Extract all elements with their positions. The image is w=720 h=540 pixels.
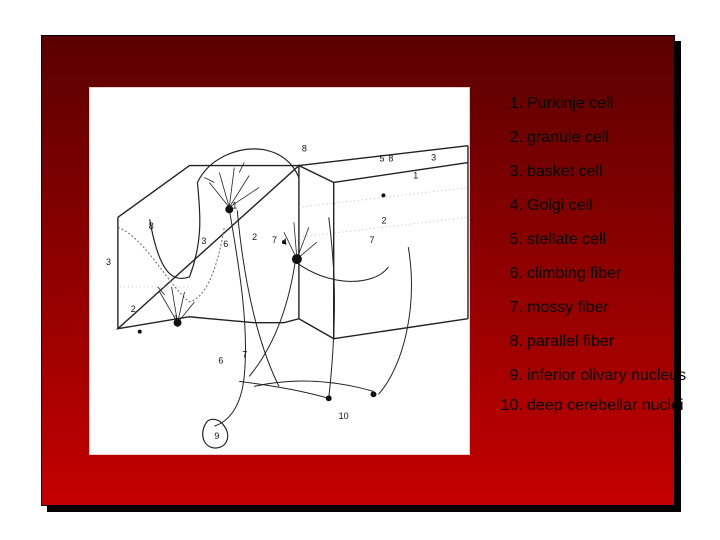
diagram-label: 9 xyxy=(214,431,219,441)
diagram-label: 1 xyxy=(232,200,237,210)
diagram-label: 7 xyxy=(242,350,247,360)
diagram-label: 6 xyxy=(223,239,228,249)
legend-item: 3.basket cell xyxy=(497,162,707,182)
legend-item: 10.deep cerebellar nuclei xyxy=(497,396,707,416)
legend-text: Purkinje cell xyxy=(527,95,614,112)
diagram-label: 8 xyxy=(388,154,393,164)
legend-text: basket cell xyxy=(527,163,603,180)
legend-item: 9.inferior olivary nucleus xyxy=(497,366,707,386)
legend-text: inferior olivary nucleus xyxy=(527,367,687,384)
diagram-label: 4 xyxy=(282,237,287,247)
legend-number: 7. xyxy=(509,299,523,316)
cerebellum-diagram: 8 5 8 1 3 1 8 3 6 2 7 4 2 7 3 2 1 6 7 10… xyxy=(89,87,470,455)
legend-item: 8.parallel fiber xyxy=(497,332,707,352)
legend-number: 9. xyxy=(509,367,523,384)
diagram-label: 8 xyxy=(149,221,154,231)
slide: 8 5 8 1 3 1 8 3 6 2 7 4 2 7 3 2 1 6 7 10… xyxy=(41,35,686,506)
legend-item: 5.stellate cell xyxy=(497,230,707,250)
legend-item: 2.granule cell xyxy=(497,128,707,148)
diagram-label: 3 xyxy=(106,257,111,267)
diagram-label: 1 xyxy=(174,314,179,324)
diagram-label: 1 xyxy=(413,171,418,181)
diagram-label: 6 xyxy=(218,355,223,365)
legend-item: 1.Purkinje cell xyxy=(497,94,707,114)
diagram-label: 2 xyxy=(131,304,136,314)
legend-number: 8. xyxy=(509,333,523,350)
diagram-label: 3 xyxy=(201,236,206,246)
legend-number: 5. xyxy=(509,231,523,248)
legend-text: stellate cell xyxy=(527,231,607,248)
legend: 1.Purkinje cell 2.granule cell 3.basket … xyxy=(497,94,707,426)
legend-list: 1.Purkinje cell 2.granule cell 3.basket … xyxy=(497,94,707,416)
legend-number: 3. xyxy=(509,163,523,180)
legend-text: deep cerebellar nuclei xyxy=(527,397,684,414)
legend-number: 4. xyxy=(509,197,523,214)
diagram-label: 3 xyxy=(431,153,436,163)
diagram-label: 7 xyxy=(272,235,277,245)
legend-number: 2. xyxy=(509,129,523,146)
legend-number: 1. xyxy=(509,95,523,112)
diagram-label: 10 xyxy=(339,411,349,421)
diagram-label: 2 xyxy=(252,232,257,242)
legend-text: parallel fiber xyxy=(527,333,615,350)
legend-item: 7.mossy fiber xyxy=(497,298,707,318)
legend-item: 6.climbing fiber xyxy=(497,264,707,284)
cerebellum-drawing: 8 5 8 1 3 1 8 3 6 2 7 4 2 7 3 2 1 6 7 10… xyxy=(106,144,469,449)
legend-number: 6. xyxy=(509,265,523,282)
diagram-label: 5 xyxy=(379,154,384,164)
legend-text: climbing fiber xyxy=(527,265,622,282)
legend-text: granule cell xyxy=(527,129,609,146)
legend-item: 4.Golgi cell xyxy=(497,196,707,216)
diagram-label: 7 xyxy=(370,235,375,245)
diagram-label: 8 xyxy=(302,144,307,154)
legend-text: mossy fiber xyxy=(527,299,609,316)
legend-text: Golgi cell xyxy=(527,197,593,214)
legend-number: 10. xyxy=(500,397,523,414)
diagram-label: 2 xyxy=(381,215,386,225)
